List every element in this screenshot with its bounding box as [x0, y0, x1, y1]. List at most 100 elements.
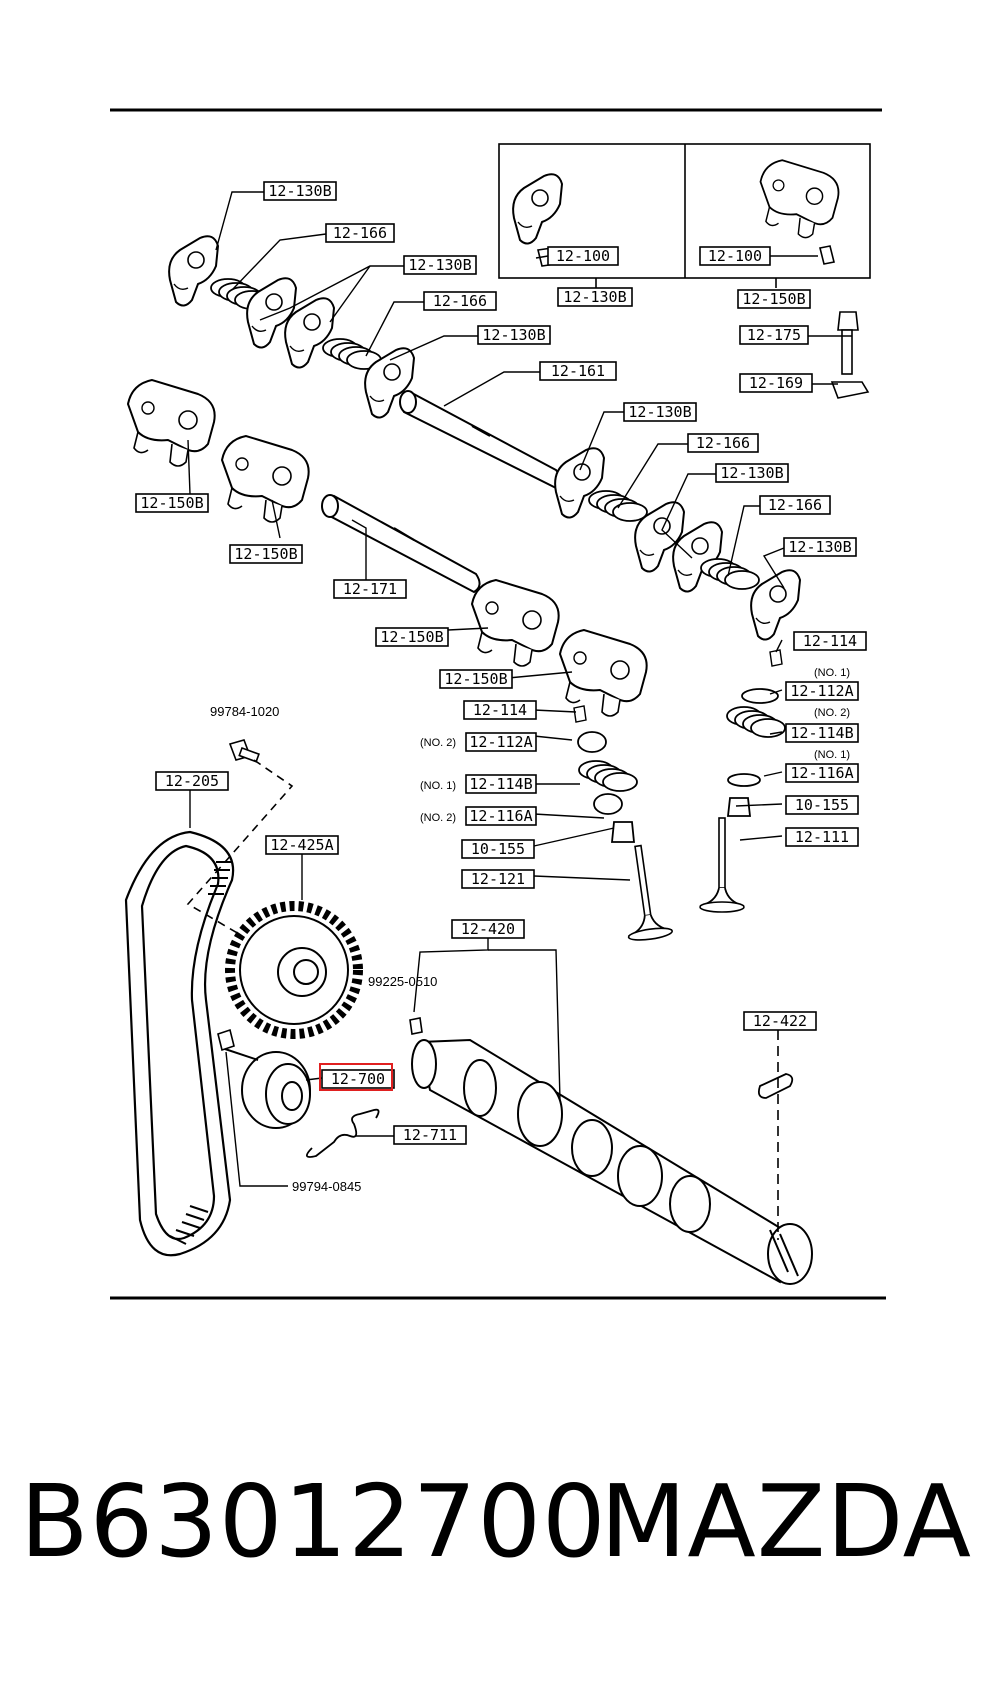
svg-text:12-150B: 12-150B	[234, 545, 297, 563]
valve	[699, 817, 745, 913]
label-12-175: 12-175	[739, 325, 809, 345]
label-12-150b: 12-150B	[135, 493, 209, 513]
rocker-spring	[700, 558, 760, 590]
valve-seal	[611, 797, 752, 843]
brand-name: MAZDA	[600, 1463, 972, 1580]
rocker-arm-pair	[127, 379, 216, 467]
label-12-422: 12-422	[743, 1011, 817, 1031]
bolt-99784	[228, 739, 260, 763]
label-99784-1020: 99784-1020	[210, 704, 279, 719]
label-12-130b: 12-130B	[403, 255, 477, 275]
svg-text:12-422: 12-422	[753, 1012, 807, 1030]
label-12-130b: 12-130B	[783, 537, 857, 557]
label-99225-0510: 99225-0510	[368, 974, 437, 989]
part-number: B63012700	[20, 1463, 607, 1580]
note-no2: (NO. 2)	[814, 707, 850, 719]
svg-text:12-130B: 12-130B	[408, 256, 471, 274]
spring-retainer	[577, 688, 779, 753]
rocker-shaft	[321, 494, 481, 594]
svg-text:12-205: 12-205	[165, 772, 219, 790]
label-12-166: 12-166	[325, 223, 395, 243]
note-no1: (NO. 1)	[814, 667, 850, 679]
bolt	[830, 311, 870, 399]
leader-lines	[187, 191, 852, 1187]
woodruff-key	[757, 1073, 794, 1099]
note-no2: (NO. 2)	[420, 812, 456, 824]
note-no1: (NO. 1)	[420, 780, 456, 792]
svg-text:12-166: 12-166	[333, 224, 387, 242]
svg-text:12-169: 12-169	[749, 374, 803, 392]
label-12-166: 12-166	[759, 495, 831, 515]
svg-text:12-130B: 12-130B	[482, 326, 545, 344]
label-12-116a: 12-116A	[785, 763, 859, 783]
camshaft	[411, 1038, 813, 1285]
inset-rocker-pair	[759, 159, 840, 239]
label-12-166: 12-166	[687, 433, 759, 453]
svg-text:12-114: 12-114	[473, 701, 527, 719]
svg-text:12-130B: 12-130B	[720, 464, 783, 482]
label-12-121: 12-121	[461, 869, 535, 889]
svg-text:12-112A: 12-112A	[790, 682, 853, 700]
timing-belt	[124, 830, 235, 1257]
valve-keeper	[573, 649, 783, 723]
exploded-parts-diagram: 12-130B 12-166 12-130B 12-166 12-130B 12…	[110, 108, 886, 1300]
svg-text:12-175: 12-175	[747, 326, 801, 344]
label-12-130b: 12-130B	[715, 463, 789, 483]
belt-tensioner	[221, 1047, 311, 1129]
svg-text:12-166: 12-166	[433, 292, 487, 310]
label-12-150b: 12-150B	[439, 669, 513, 689]
label-10-155: 10-155	[785, 795, 859, 815]
label-12-114: 12-114	[793, 631, 867, 651]
svg-text:12-116A: 12-116A	[790, 764, 853, 782]
svg-text:12-130B: 12-130B	[788, 538, 851, 556]
label-12-161: 12-161	[539, 361, 617, 381]
svg-text:12-150B: 12-150B	[742, 290, 805, 308]
label-12-130b: 12-130B	[263, 181, 337, 201]
valve	[615, 842, 674, 944]
inset-rocker-arm	[512, 173, 563, 245]
label-12-420: 12-420	[451, 919, 525, 939]
spring-seat	[593, 773, 761, 815]
bolt-99794	[217, 1028, 235, 1052]
label-12-116a: 12-116A	[465, 806, 537, 826]
svg-text:12-150B: 12-150B	[140, 494, 203, 512]
svg-text:12-130B: 12-130B	[268, 182, 331, 200]
svg-text:10-155: 10-155	[795, 796, 849, 814]
svg-text:12-112A: 12-112A	[469, 733, 532, 751]
label-12-112a: 12-112A	[465, 732, 537, 752]
label-99794-0845: 99794-0845	[292, 1179, 361, 1194]
label-12-169: 12-169	[739, 373, 813, 393]
label-10-155: 10-155	[461, 839, 535, 859]
inset-box	[498, 143, 871, 288]
svg-text:12-130B: 12-130B	[563, 288, 626, 306]
svg-text:12-150B: 12-150B	[444, 670, 507, 688]
label-12-205: 12-205	[155, 771, 229, 791]
label-12-112a: 12-112A	[785, 681, 859, 701]
svg-text:12-130B: 12-130B	[628, 403, 691, 421]
label-12-166: 12-166	[423, 291, 497, 311]
cam-sprocket	[225, 901, 363, 1039]
label-12-171: 12-171	[333, 579, 407, 599]
rocker-arm	[168, 235, 219, 307]
tension-spring	[306, 1108, 380, 1158]
label-12-114b: 12-114B	[465, 774, 537, 794]
svg-text:12-425A: 12-425A	[270, 836, 333, 854]
svg-text:12-116A: 12-116A	[469, 807, 532, 825]
label-12-111: 12-111	[785, 827, 859, 847]
svg-text:12-161: 12-161	[551, 362, 605, 380]
svg-text:12-121: 12-121	[471, 870, 525, 888]
svg-text:12-100: 12-100	[708, 247, 762, 265]
label-12-150b: 12-150B	[229, 544, 303, 564]
label-12-114: 12-114	[463, 700, 537, 720]
label-12-425a: 12-425A	[265, 835, 339, 855]
svg-text:12-100: 12-100	[556, 247, 610, 265]
rocker-shaft	[399, 390, 562, 490]
label-12-711: 12-711	[393, 1125, 467, 1145]
target-highlight	[319, 1063, 393, 1091]
label-12-700: 12-700	[321, 1069, 395, 1089]
svg-text:12-700: 12-700	[331, 1070, 385, 1088]
svg-text:12-171: 12-171	[343, 580, 397, 598]
svg-text:12-114B: 12-114B	[469, 775, 532, 793]
label-12-100: 12-100	[699, 246, 771, 266]
svg-text:12-166: 12-166	[696, 434, 750, 452]
